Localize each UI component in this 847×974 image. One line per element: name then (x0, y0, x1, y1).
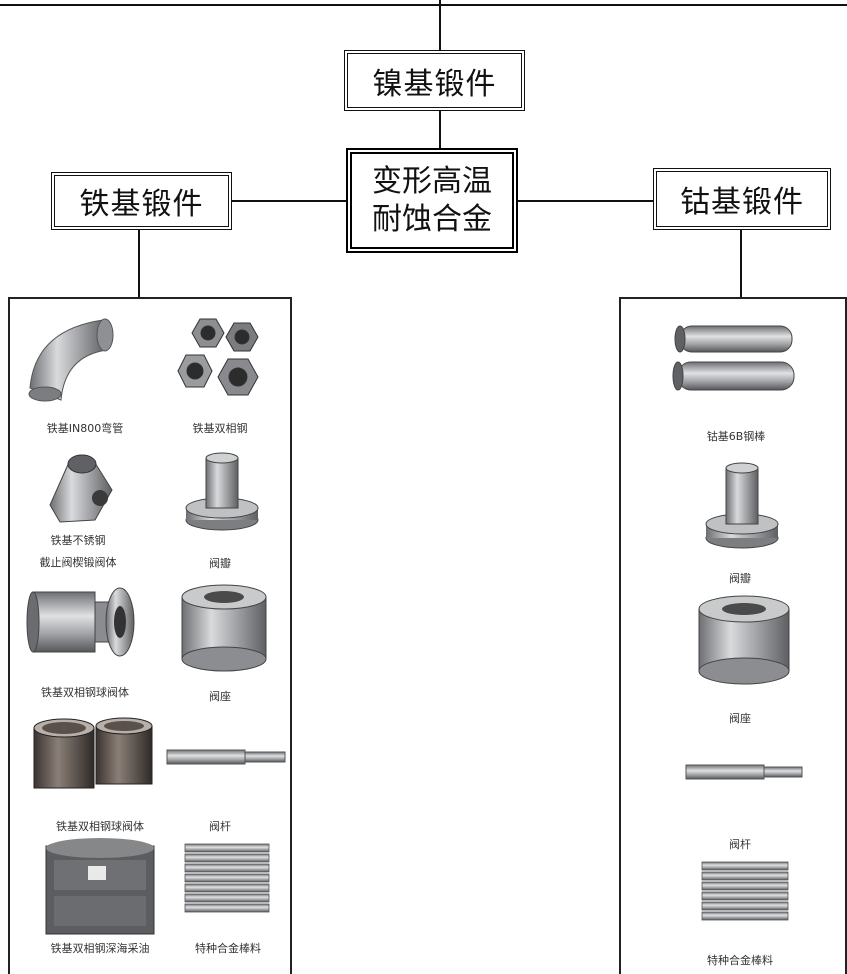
valve-body-icon (49, 454, 113, 523)
connector-right-down (740, 230, 742, 298)
ball-valve-body-icon (26, 587, 135, 657)
valve-disc-right-icon (705, 462, 779, 549)
valve-seat-right-icon (698, 595, 790, 685)
caption-stainless-valve-body: 铁基不锈钢 截止阀楔锻阀体 (39, 534, 117, 569)
caption-valve-disc-left: 阀瓣 (209, 557, 231, 570)
valve-disc-icon (185, 452, 259, 531)
caption-valve-disc-right: 阀瓣 (729, 572, 751, 585)
connector-left (232, 200, 348, 202)
hex-nuts-icon (177, 318, 259, 396)
caption-cobalt-rods: 钴基6B钢棒 (706, 430, 766, 443)
steel-rods-icon (672, 325, 795, 391)
valve-stem-icon (166, 749, 286, 765)
node-center-alloy: 变形高温 耐蚀合金 (346, 148, 518, 253)
caption-duplex-steel: 铁基双相钢 (192, 422, 248, 435)
alloy-bars-icon (184, 843, 270, 913)
valve-rings-icon (33, 717, 153, 789)
frame-top-line (0, 4, 847, 6)
caption-alloy-bars-right: 特种合金棒料 (707, 954, 773, 967)
caption-valve-stem-left: 阀杆 (209, 820, 231, 833)
connector-top-center (439, 110, 441, 150)
elbow-pipe-icon (28, 318, 114, 402)
node-nickel-forgings: 镍基锻件 (344, 50, 525, 111)
caption-deep-sea: 铁基双相钢深海采油 (50, 942, 150, 955)
caption-valve-seat-right: 阀座 (729, 712, 751, 725)
forged-rings-icon (45, 838, 155, 935)
node-nickel-label: 镍基锻件 (372, 66, 497, 102)
node-iron-forgings: 铁基锻件 (51, 172, 232, 230)
connector-top (439, 0, 441, 52)
node-cobalt-forgings: 钴基锻件 (653, 168, 831, 230)
node-center-label: 变形高温 耐蚀合金 (372, 163, 492, 237)
caption-ball-valve-body-1: 铁基双相钢球阀体 (41, 686, 129, 699)
valve-stem-right-icon (685, 764, 803, 780)
caption-valve-seat-left: 阀座 (209, 690, 231, 703)
caption-in800-elbow: 铁基IN800弯管 (46, 422, 124, 435)
caption-valve-stem-right: 阀杆 (729, 838, 751, 851)
caption-alloy-bars-left: 特种合金棒料 (195, 942, 261, 955)
connector-left-down (138, 230, 140, 298)
caption-ball-valve-body-2: 铁基双相钢球阀体 (56, 820, 144, 833)
connector-right (518, 200, 653, 202)
alloy-bars-right-icon (701, 861, 789, 921)
node-cobalt-label: 钴基锻件 (680, 185, 804, 220)
node-iron-label: 铁基锻件 (79, 187, 204, 222)
valve-seat-icon (181, 584, 267, 672)
